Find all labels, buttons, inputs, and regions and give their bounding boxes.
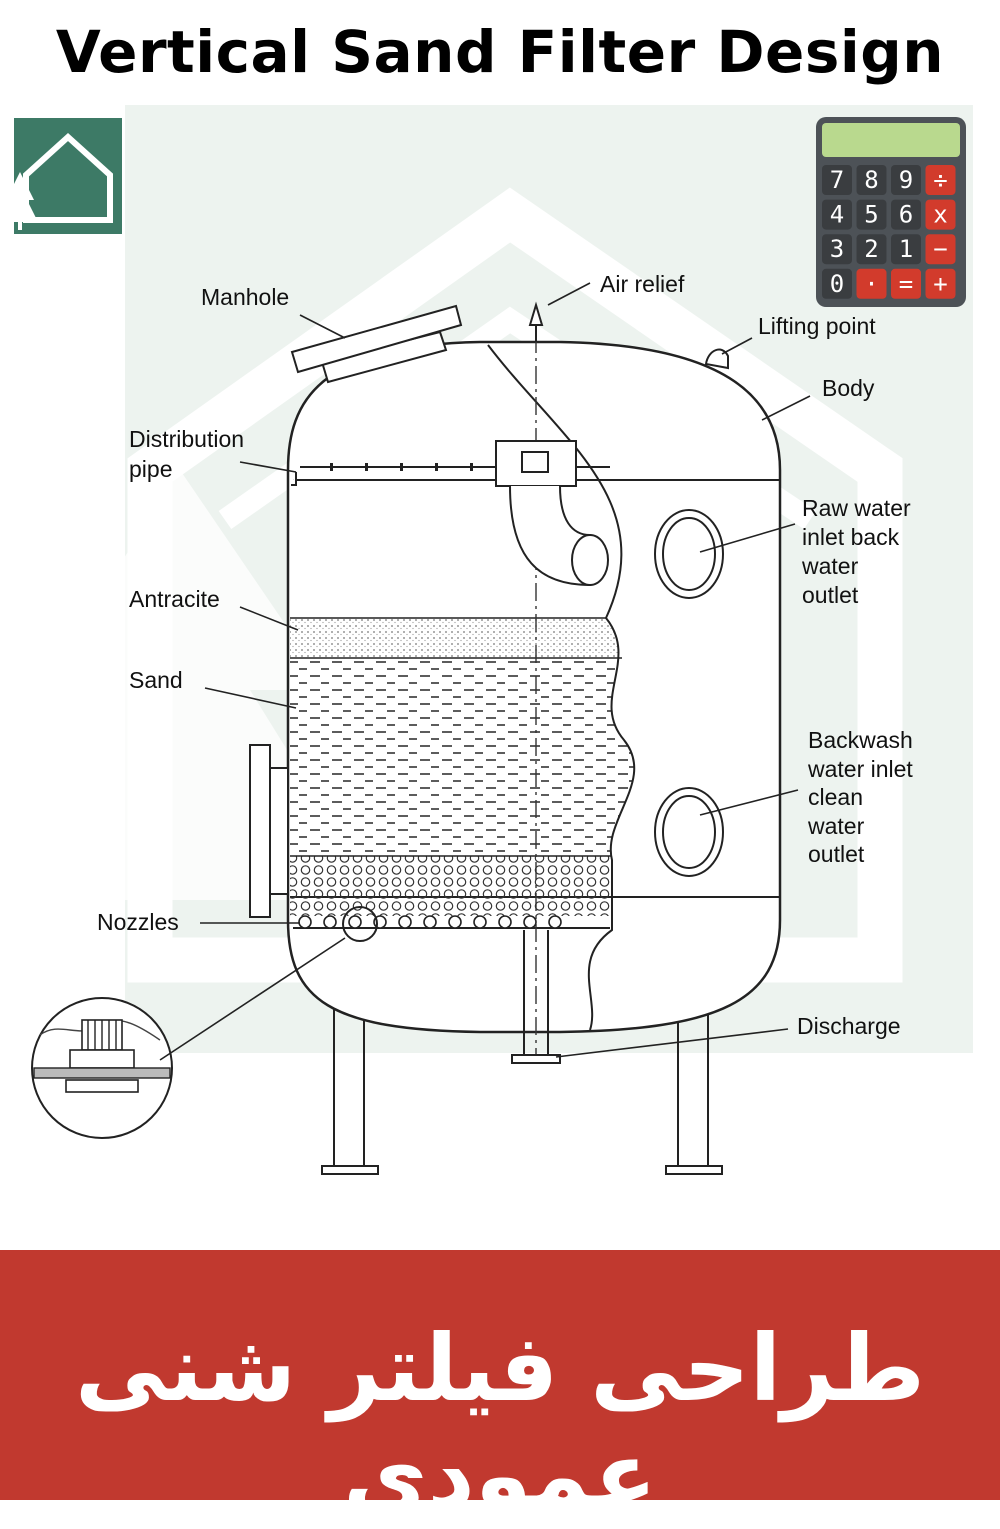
house-with-tree-logo [2,118,122,234]
calc-key-label: − [933,235,947,263]
label-raw-water-3: water [801,553,859,579]
calc-key [822,199,852,230]
calc-key [925,199,956,230]
page-title: Vertical Sand Filter Design [55,18,945,86]
label-nozzles: Nozzles [97,909,179,935]
label-raw-water-2: inlet back [802,524,900,550]
calc-key-label: 0 [830,270,844,298]
nozzles-row [298,906,562,942]
filter-media [290,618,635,916]
calc-key [856,199,887,230]
calc-key-label: 4 [830,201,844,229]
calc-key-label: + [933,270,947,298]
calc-key-label: · [864,270,878,298]
label-lifting-point: Lifting point [758,313,876,339]
calc-key [925,268,956,299]
label-raw-water-4: outlet [802,582,859,608]
calc-key [891,199,921,230]
label-backwash-1: Backwash [808,727,913,753]
calc-key [925,234,956,265]
calc-key-label: = [899,270,913,298]
backwash-port [654,787,724,877]
calc-key-label: ÷ [933,166,947,194]
side-flange [249,744,289,918]
manhole [290,304,463,384]
calc-key-label: 7 [830,166,844,194]
leader-lines [200,282,811,1058]
calc-key-label: 9 [899,166,913,194]
distribution-pipe [291,440,610,587]
calc-key [822,268,852,299]
air-relief-valve [528,301,544,342]
label-distribution-pipe-2: pipe [129,456,172,482]
calc-key [856,165,887,195]
label-manhole: Manhole [201,284,289,310]
calc-key-label: 1 [899,235,913,263]
label-distribution-pipe-1: Distribution [129,426,244,452]
calc-key [822,165,852,195]
calc-key [891,268,921,299]
label-raw-water-1: Raw water [802,495,911,521]
label-body: Body [822,375,875,401]
label-backwash-3: clean [808,784,863,810]
calc-key [925,165,956,195]
label-discharge: Discharge [797,1013,901,1039]
calc-key-label: 6 [899,201,913,229]
calc-key-label: x [933,201,947,229]
label-backwash-2: water inlet [807,756,913,782]
calc-key [856,268,887,299]
label-antracite: Antracite [129,586,220,612]
calc-key [822,234,852,265]
nozzle-detail-inset [31,937,346,1139]
calc-key-label: 3 [830,235,844,263]
footer-banner-text: طراحی فیلتر شنی عمودی [74,1315,926,1529]
footer-banner [0,1250,1000,1500]
cutaway-edge [487,344,636,1031]
discharge-pipe [511,930,561,1064]
calc-key-label: 8 [864,166,878,194]
calc-key-label: 2 [864,235,878,263]
label-air-relief: Air relief [600,271,685,297]
calc-key [856,234,887,265]
calc-key [891,165,921,195]
diagram-labels: Manhole Air relief Lifting point Body Di… [97,271,913,1039]
label-backwash-4: water [807,813,865,839]
label-sand: Sand [129,667,183,693]
calc-key-label: 5 [864,201,878,229]
raw-water-port [654,509,724,599]
calc-key [891,234,921,265]
label-backwash-5: outlet [808,841,865,867]
